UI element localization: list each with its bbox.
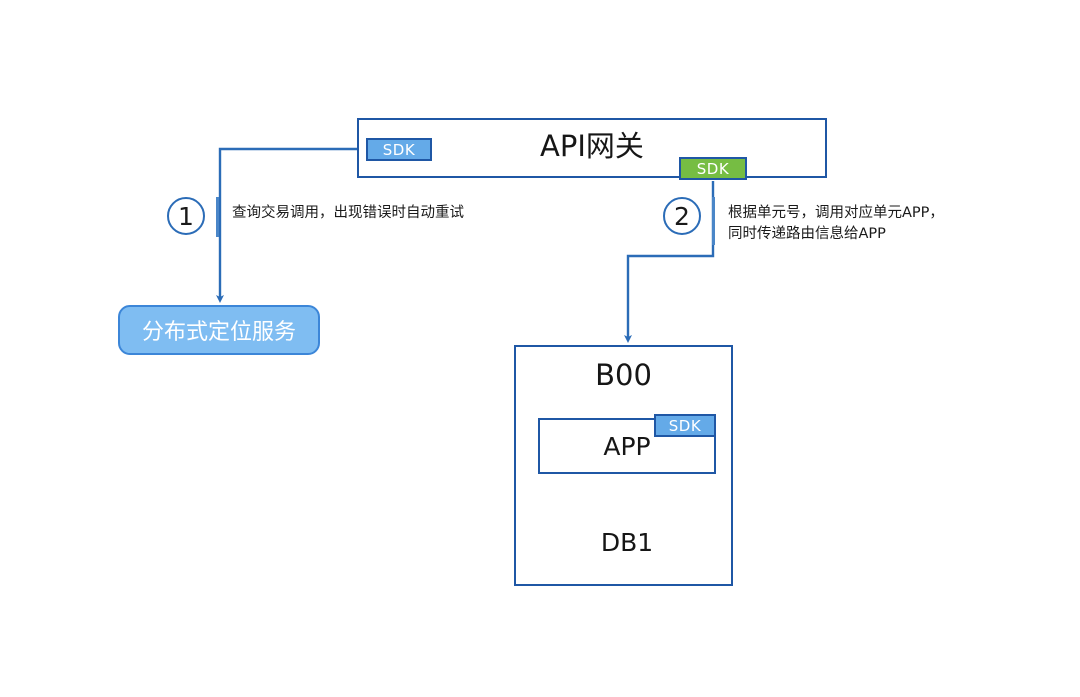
api-gateway-sdk-right-badge[interactable]: SDK — [679, 157, 747, 180]
step-2-annotation: 2 根据单元号，调用对应单元APP， 同时传递路由信息给APP — [663, 197, 944, 245]
step-1-text: 查询交易调用，出现错误时自动重试 — [232, 205, 464, 221]
app-sdk-badge[interactable]: SDK — [654, 414, 716, 437]
api-gateway-label: API网关 — [540, 129, 644, 163]
app-box[interactable]: APP — [538, 418, 716, 474]
step-2-number: 2 — [663, 197, 701, 235]
step-2-divider — [712, 197, 715, 245]
step-1-annotation: 1 查询交易调用，出现错误时自动重试 — [167, 197, 464, 237]
db1-label: DB1 — [600, 527, 654, 557]
api-gateway-sdk-left-badge[interactable]: SDK — [366, 138, 432, 161]
step-2-text: 根据单元号，调用对应单元APP， 同时传递路由信息给APP — [728, 205, 944, 242]
location-service-box[interactable]: 分布式定位服务 — [118, 305, 320, 355]
connector-gateway-to-location-service — [216, 147, 362, 303]
unit-b00-label: B00 — [595, 358, 652, 392]
api-gateway-box[interactable] — [357, 118, 827, 178]
step-1-divider — [216, 197, 219, 237]
step-1-number: 1 — [167, 197, 205, 235]
